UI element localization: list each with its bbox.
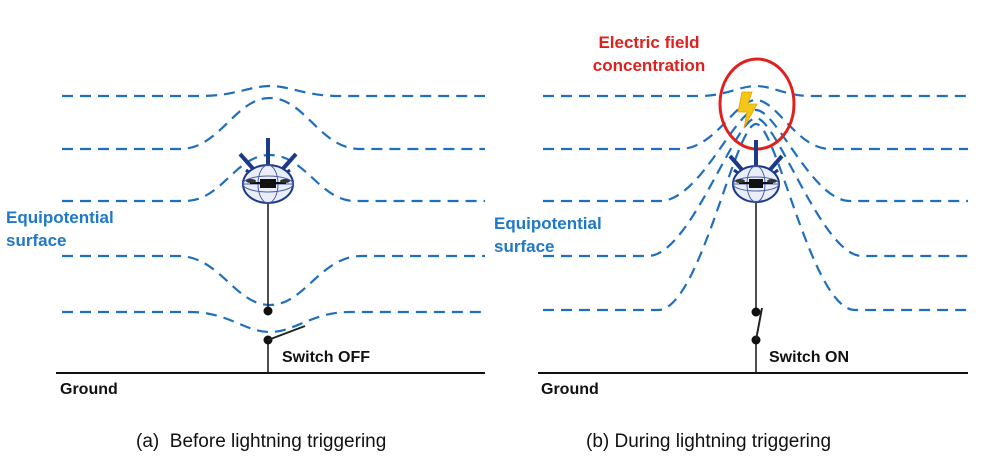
switch-lever-b [755, 307, 763, 341]
caption-a: (a) Before lightning triggering [136, 431, 386, 452]
drone-icon [728, 140, 784, 203]
equipotential-label-a-line1: Equipotential [6, 208, 114, 227]
drone-icon [238, 138, 298, 204]
ground-label-b: Ground [541, 381, 599, 398]
equipotential-line-b5 [543, 122, 968, 312]
switch-label-b: Switch ON [769, 349, 849, 366]
switch-contact-top-a [263, 306, 273, 316]
switch-lever-a [267, 325, 306, 341]
equipotential-line-a1 [62, 84, 485, 98]
ground-label-a: Ground [60, 381, 118, 398]
switch-label-a: Switch OFF [282, 349, 370, 366]
equipotential-line-a2 [62, 96, 485, 151]
equipotential-line-b2 [543, 98, 968, 151]
panel-b: Electric field concentration Equipotenti… [494, 33, 968, 452]
lightning-bolt-icon [737, 91, 758, 129]
equipotential-line-b4 [543, 116, 968, 258]
field-concentration-label-line2: concentration [593, 56, 705, 75]
equipotential-label-a-line2: surface [6, 231, 66, 250]
caption-b: (b) During lightning triggering [586, 431, 831, 452]
field-concentration-label-line1: Electric field [598, 33, 699, 52]
equipotential-line-a4 [62, 254, 485, 307]
equipotential-label-b-line1: Equipotential [494, 214, 602, 233]
switch-contact-top-b [751, 307, 761, 317]
equipotential-line-b1 [543, 84, 968, 98]
equipotential-label-b-line2: surface [494, 237, 554, 256]
equipotential-line-a5 [62, 310, 485, 334]
panel-a: Equipotential surface Switch OFF Ground … [6, 84, 485, 452]
equipotential-line-b3 [543, 108, 968, 203]
